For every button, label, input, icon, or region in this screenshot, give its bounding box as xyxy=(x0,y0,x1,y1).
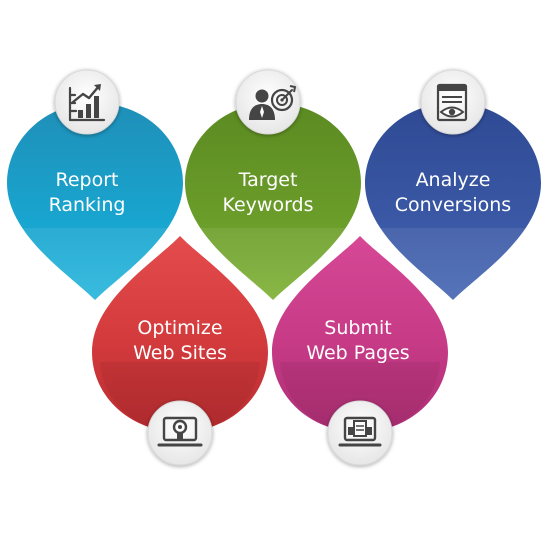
optimize-label-line2: Web Sites xyxy=(133,342,227,364)
step-target-keywords: Target Keywords xyxy=(185,103,361,300)
submit-label-line1: Submit xyxy=(324,317,391,339)
document-eye-icon xyxy=(420,69,486,135)
analyze-label-line1: Analyze xyxy=(416,169,491,191)
submit-label-line2: Web Pages xyxy=(306,342,409,364)
laptop-upload-icon xyxy=(327,400,393,466)
optimize-drop-shape xyxy=(92,236,268,432)
step-submit-web-pages: Submit Web Pages xyxy=(272,236,448,432)
target-person-icon xyxy=(235,69,301,135)
analyze-label-line2: Conversions xyxy=(395,194,511,216)
monitor-gear-icon xyxy=(147,400,213,466)
submit-drop-shape xyxy=(272,236,448,432)
growth-chart-icon xyxy=(54,69,120,135)
analyze-drop-shape xyxy=(365,103,541,300)
target-drop-shape xyxy=(185,103,361,300)
target-label-line1: Target xyxy=(238,169,298,191)
target-label-line2: Keywords xyxy=(222,194,313,216)
optimize-label-line1: Optimize xyxy=(137,317,222,339)
report-drop-shape xyxy=(7,103,183,300)
report-label-line2: Ranking xyxy=(49,194,126,216)
step-analyze-conversions: Analyze Conversions xyxy=(365,103,541,300)
report-label-line1: Report xyxy=(56,169,119,191)
step-report-ranking: Report Ranking xyxy=(7,103,183,300)
step-optimize-web-sites: Optimize Web Sites xyxy=(92,236,268,432)
